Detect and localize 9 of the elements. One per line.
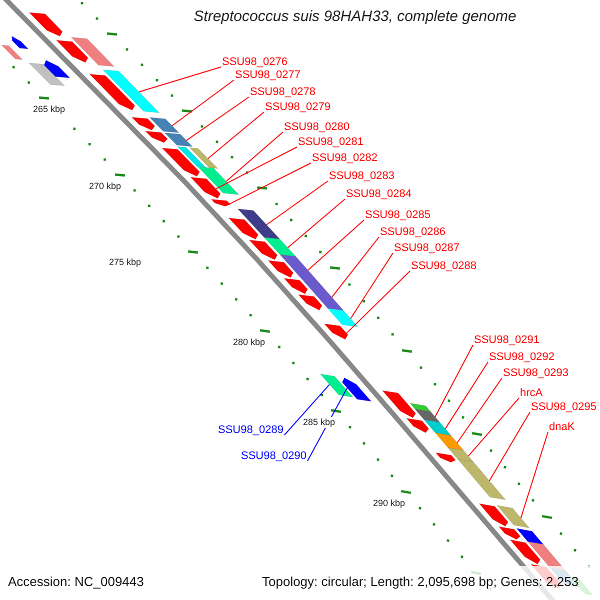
scale-label: 280 kbp [232,337,266,348]
accession-text: Accession: NC_009443 [8,574,144,590]
scale-label: 285 kbp [302,417,336,428]
scale-label: 265 kbp [32,104,66,115]
scale-label: 275 kbp [108,257,142,268]
scale-label: 290 kbp [372,498,406,509]
title: Streptococcus suis 98HAH33, complete genome [192,8,518,26]
genome-info-text: Topology: circular; Length: 2,095,698 bp; Genes: 2,253 [262,574,579,590]
scale-label: 270 kbp [88,181,122,192]
